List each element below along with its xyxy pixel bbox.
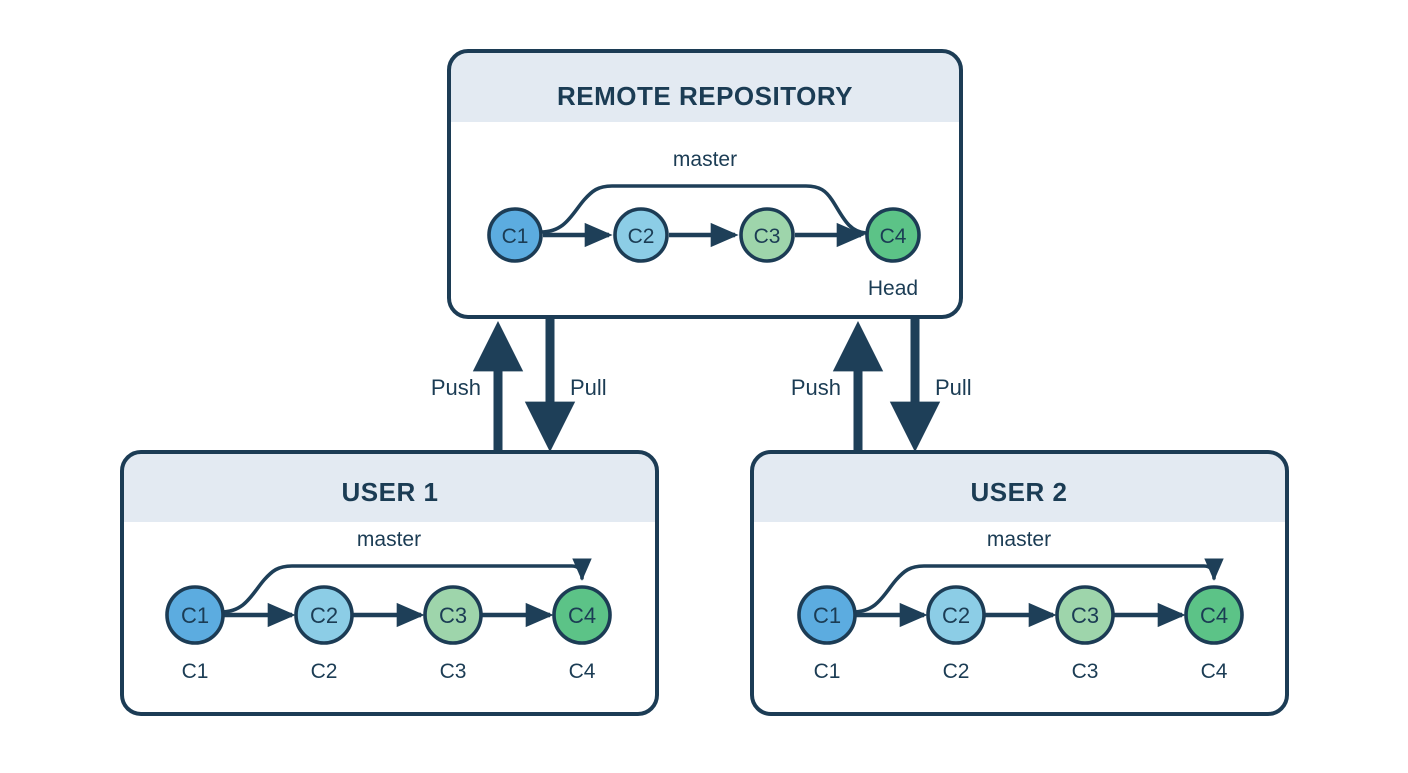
user2-commit-caption-c3: C3 xyxy=(1072,660,1099,683)
user2-header-band xyxy=(752,452,1287,522)
user2-commit-node-c2[interactable]: C2 xyxy=(926,585,986,645)
connector-group-user1: Push Pull xyxy=(431,319,607,453)
user2-commit-node-c1[interactable]: C1 xyxy=(797,585,857,645)
user2-panel-border xyxy=(750,450,1289,716)
remote-commit-node-c2[interactable]: C2 xyxy=(613,207,669,263)
user2-commit-label-c3: C3 xyxy=(1071,603,1099,628)
user2-commit-label-c4: C4 xyxy=(1200,603,1228,628)
user1-header-band xyxy=(122,452,657,522)
user2-commit-label-c1: C1 xyxy=(813,603,841,628)
user2-pull-label: Pull xyxy=(935,375,972,400)
remote-commit-label-c2: C2 xyxy=(628,225,655,248)
user1-commit-caption-c3: C3 xyxy=(440,660,467,683)
user1-panel-border xyxy=(120,450,659,716)
user2-commit-label-c2: C2 xyxy=(942,603,970,628)
remote-commit-node-c4[interactable]: C4 xyxy=(865,207,921,263)
user1-commit-caption-c1: C1 xyxy=(182,660,209,683)
user2-commit-node-c4[interactable]: C4 xyxy=(1184,585,1244,645)
connector-group-user2: Push Pull xyxy=(791,319,972,453)
remote-commit-node-c1[interactable]: C1 xyxy=(487,207,543,263)
user1-commit-node-c4[interactable]: C4 xyxy=(552,585,612,645)
user2-commit-caption-c1: C1 xyxy=(814,660,841,683)
user1-branch-label: master xyxy=(357,528,421,551)
user1-commit-label-c3: C3 xyxy=(439,603,467,628)
user1-commit-node-c1[interactable]: C1 xyxy=(165,585,225,645)
user2-commit-node-c3[interactable]: C3 xyxy=(1055,585,1115,645)
user2-panel-title: USER 2 xyxy=(971,477,1068,507)
panel-remote-repository: REMOTE REPOSITORY master C1 C2 C3 xyxy=(447,49,963,319)
remote-commit-label-c1: C1 xyxy=(502,225,529,248)
user2-branch-label: master xyxy=(987,528,1051,551)
panel-user-1: USER 1 master C1 C2 C3 C xyxy=(120,450,659,716)
user1-master-branch-path xyxy=(219,558,592,614)
user1-push-label: Push xyxy=(431,375,481,400)
remote-panel-border xyxy=(447,49,963,319)
remote-commit-node-c3[interactable]: C3 xyxy=(739,207,795,263)
remote-head-label: Head xyxy=(868,277,918,300)
user2-push-label: Push xyxy=(791,375,841,400)
user2-master-branch-path xyxy=(851,558,1224,614)
remote-commit-label-c4: C4 xyxy=(880,225,907,248)
panel-user-2: USER 2 master C1 C2 C3 C4 C1 xyxy=(750,450,1289,716)
user1-panel-title: USER 1 xyxy=(342,477,439,507)
user1-commit-node-c3[interactable]: C3 xyxy=(423,585,483,645)
user1-pull-label: Pull xyxy=(570,375,607,400)
user1-commit-label-c2: C2 xyxy=(310,603,338,628)
user2-commit-caption-c4: C4 xyxy=(1201,660,1228,683)
user1-commit-label-c1: C1 xyxy=(181,603,209,628)
user1-commit-node-c2[interactable]: C2 xyxy=(294,585,354,645)
remote-panel-title: REMOTE REPOSITORY xyxy=(557,81,853,111)
remote-commit-label-c3: C3 xyxy=(754,225,781,248)
user1-commit-caption-c4: C4 xyxy=(569,660,596,683)
remote-branch-label: master xyxy=(673,148,737,171)
remote-master-branch-path xyxy=(539,184,868,235)
remote-header-band xyxy=(449,51,961,122)
user2-commit-caption-c2: C2 xyxy=(943,660,970,683)
user1-commit-caption-c2: C2 xyxy=(311,660,338,683)
user1-commit-label-c4: C4 xyxy=(568,603,596,628)
